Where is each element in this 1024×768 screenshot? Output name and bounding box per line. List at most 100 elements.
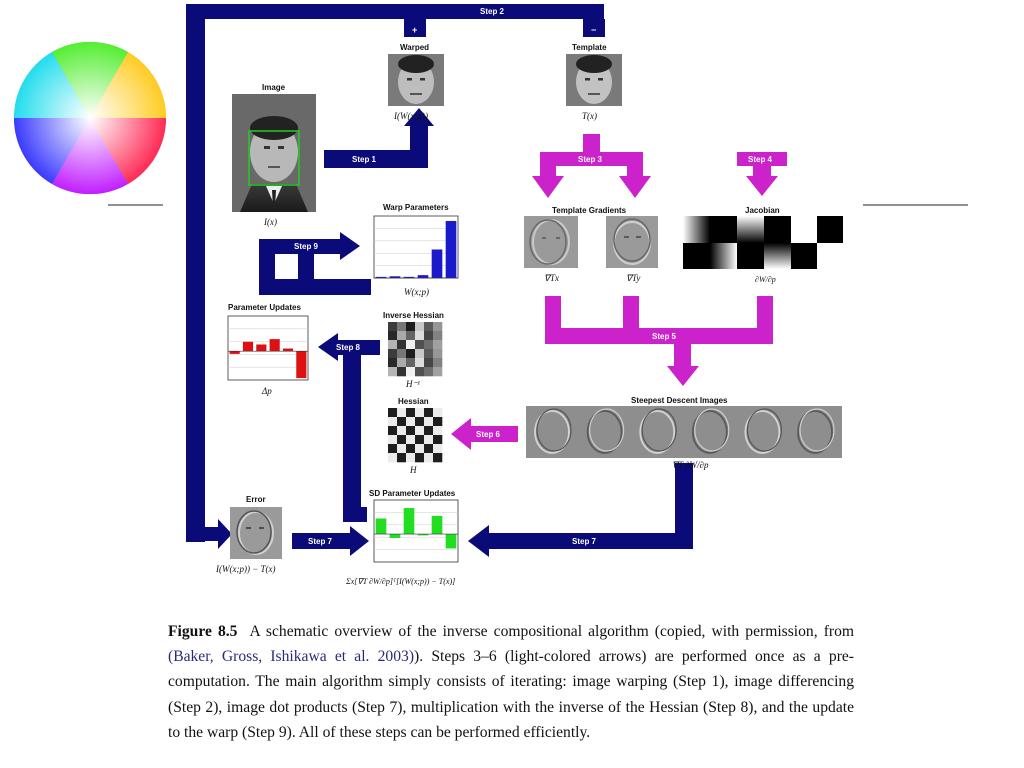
hessian-cell bbox=[433, 417, 443, 427]
parameter-updates-chart bbox=[227, 315, 309, 381]
inverse-hessian-cell bbox=[424, 322, 434, 332]
hessian-cell bbox=[424, 453, 434, 463]
inverse-hessian-cell bbox=[424, 358, 434, 368]
sd-parameter-updates-bar bbox=[403, 508, 415, 535]
inverse-hessian-cell bbox=[415, 349, 425, 359]
warp-parameters-bar bbox=[431, 249, 443, 278]
figure-label: Figure 8.5 bbox=[168, 623, 238, 640]
jacobian-math: ∂W/∂p bbox=[755, 275, 776, 284]
hessian-cell bbox=[388, 444, 398, 454]
hessian-cell bbox=[388, 408, 398, 418]
inverse-hessian-cell bbox=[388, 331, 398, 341]
steepest-descent-face-edge bbox=[746, 408, 783, 452]
warped-title: Warped bbox=[400, 43, 429, 52]
step5-arrow bbox=[545, 296, 773, 386]
hessian-cell bbox=[406, 453, 416, 463]
step8-arrow bbox=[318, 333, 380, 522]
inverse-hessian-cell bbox=[388, 358, 398, 368]
hessian-title: Hessian bbox=[398, 397, 429, 406]
hessian-cell bbox=[433, 435, 443, 445]
inverse-hessian-cell bbox=[397, 331, 407, 341]
steepest-descent-face bbox=[744, 410, 781, 454]
inverse-hessian-cell bbox=[415, 322, 425, 332]
steepest-descent-face-edge bbox=[641, 408, 677, 452]
warped-face bbox=[388, 54, 444, 106]
hessian-cell bbox=[424, 444, 434, 454]
warp-parameters-bar bbox=[445, 220, 457, 278]
inverse-hessian-cell bbox=[406, 322, 416, 332]
inverse-hessian-matrix bbox=[388, 322, 443, 377]
inverse-hessian-cell bbox=[424, 331, 434, 341]
inverse-hessian-math: H⁻¹ bbox=[405, 379, 420, 389]
step2-loop-arrow bbox=[186, 4, 605, 549]
step7-left-label: Step 7 bbox=[308, 537, 333, 546]
step7-right-arrow bbox=[468, 463, 693, 557]
inverse-hessian-cell bbox=[397, 349, 407, 359]
hessian-cell bbox=[424, 435, 434, 445]
hessian-cell bbox=[415, 417, 425, 427]
hessian-cell bbox=[424, 408, 434, 418]
error-image bbox=[230, 507, 282, 559]
steepest-descent-face bbox=[639, 410, 676, 454]
hessian-cell bbox=[424, 417, 434, 427]
parameter-updates-bar bbox=[269, 339, 280, 352]
warp-parameters-bar bbox=[389, 276, 401, 278]
steepest-descent-face-edge bbox=[799, 408, 835, 452]
inverse-hessian-cell bbox=[406, 358, 416, 368]
inverse-hessian-cell bbox=[433, 322, 443, 332]
grad-y-math: ∇Ty bbox=[626, 273, 640, 283]
inverse-hessian-cell bbox=[406, 340, 416, 350]
steepest-descent-face bbox=[534, 410, 570, 454]
hessian-cell bbox=[397, 453, 407, 463]
step7-right-label: Step 7 bbox=[572, 537, 597, 546]
steepest-descent-face bbox=[586, 410, 623, 454]
parameter-updates-bar bbox=[229, 351, 240, 354]
sd-parameter-updates-bar bbox=[375, 518, 387, 535]
hessian-cell bbox=[388, 426, 398, 436]
delta-p-math: Δp bbox=[261, 386, 272, 396]
warp-parameters-bar bbox=[417, 275, 429, 278]
color-wheel-decoration bbox=[13, 41, 167, 195]
error-math: I(W(x;p)) − T(x) bbox=[215, 564, 276, 574]
parameter-updates-title: Parameter Updates bbox=[228, 303, 301, 312]
step3-label: Step 3 bbox=[578, 155, 603, 164]
inverse-hessian-cell bbox=[397, 340, 407, 350]
hessian-cell bbox=[388, 435, 398, 445]
inverse-hessian-cell bbox=[406, 349, 416, 359]
parameter-updates-frame bbox=[227, 315, 309, 381]
inverse-hessian-cell bbox=[433, 367, 443, 377]
warp-parameters-bar bbox=[375, 276, 387, 278]
steepest-descent-face bbox=[691, 410, 728, 454]
inverse-hessian-cell bbox=[433, 358, 443, 368]
hessian-cell bbox=[397, 435, 407, 445]
step4-label: Step 4 bbox=[748, 155, 773, 164]
hessian-cell bbox=[397, 408, 407, 418]
step2-label: Step 2 bbox=[480, 7, 505, 16]
hessian-cell bbox=[424, 426, 434, 436]
step3-arrow bbox=[532, 134, 651, 198]
hessian-cell bbox=[388, 453, 398, 463]
hessian-matrix bbox=[388, 408, 443, 463]
hessian-cell bbox=[406, 435, 416, 445]
grad-x-math: ∇Tx bbox=[544, 273, 559, 283]
step9-arrow bbox=[259, 232, 371, 295]
hessian-cell bbox=[415, 426, 425, 436]
sd-parameter-updates-chart bbox=[373, 499, 459, 563]
jacobian-image bbox=[683, 216, 843, 269]
step4-arrow bbox=[737, 152, 787, 196]
hessian-cell bbox=[415, 408, 425, 418]
image-math: I(x) bbox=[263, 217, 277, 227]
error-title: Error bbox=[246, 495, 266, 504]
sd-parameter-updates-bar bbox=[389, 534, 401, 539]
parameter-updates-bar bbox=[242, 341, 254, 352]
inverse-hessian-cell bbox=[424, 340, 434, 350]
inverse-hessian-cell bbox=[388, 349, 398, 359]
citation-link[interactable]: (Baker, Gross, Ishikawa et al. 2003) bbox=[168, 648, 415, 666]
hessian-cell bbox=[406, 408, 416, 418]
sd-updates-math: Σx[∇T ∂W/∂p]ᵀ[I(W(x;p)) − T(x)] bbox=[345, 577, 455, 586]
template-math: T(x) bbox=[582, 111, 597, 121]
minus-sign: − bbox=[591, 25, 596, 35]
inverse-hessian-title: Inverse Hessian bbox=[383, 311, 444, 320]
warp-parameters-title: Warp Parameters bbox=[383, 203, 449, 212]
